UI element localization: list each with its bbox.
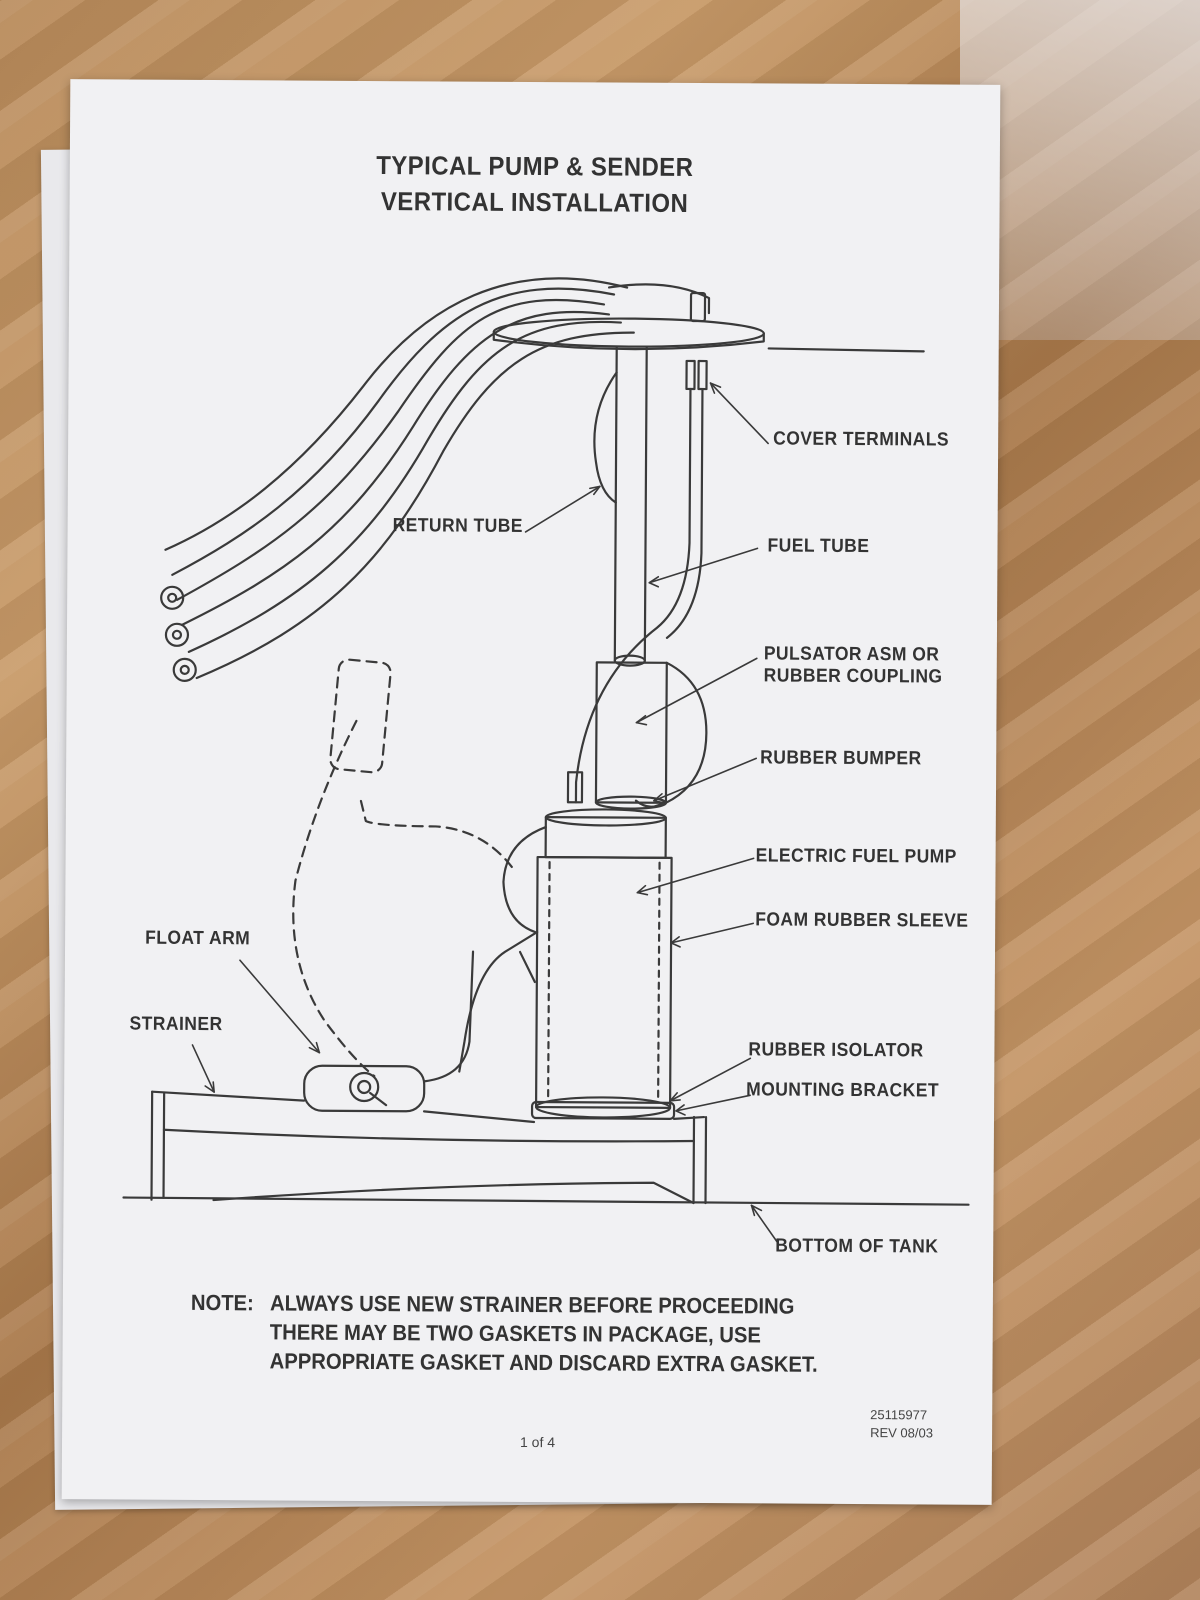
title-line-2: VERTICAL INSTALLATION bbox=[380, 186, 689, 218]
label-foam-rubber-sleeve: FOAM RUBBER SLEEVE bbox=[755, 909, 969, 932]
label-rubber-isolator: RUBBER ISOLATOR bbox=[748, 1039, 924, 1062]
plastic-wrap bbox=[960, 0, 1200, 340]
return-tube bbox=[593, 371, 618, 504]
tank-bottom bbox=[122, 1090, 970, 1206]
label-cover-terminals: COVER TERMINALS bbox=[773, 428, 950, 451]
label-mounting-bracket: MOUNTING BRACKET bbox=[746, 1079, 940, 1102]
pump-bracket bbox=[502, 825, 547, 934]
pump-diagram bbox=[122, 277, 970, 1245]
top-connector bbox=[689, 291, 707, 323]
doc-number: 25115977 bbox=[870, 1407, 928, 1423]
title-line-1: TYPICAL PUMP & SENDER bbox=[376, 150, 694, 182]
fuel-tube bbox=[613, 346, 648, 667]
note-line-3: APPROPRIATE GASKET AND DISCARD EXTRA GAS… bbox=[269, 1348, 818, 1377]
label-return-tube: RETURN TUBE bbox=[392, 515, 524, 537]
note-line-2: THERE MAY BE TWO GASKETS IN PACKAGE, USE bbox=[269, 1319, 761, 1348]
label-pulsator-line-2: RUBBER COUPLING bbox=[763, 665, 943, 688]
diagram-title: TYPICAL PUMP & SENDER VERTICAL INSTALLAT… bbox=[107, 145, 963, 222]
revision: REV 08/03 bbox=[870, 1425, 934, 1441]
float-arm bbox=[292, 719, 517, 1078]
document-id: 25115977 REV 08/03 bbox=[870, 1406, 933, 1442]
note-prefix: NOTE: bbox=[190, 1289, 254, 1316]
hose-bundle bbox=[160, 277, 711, 682]
label-fuel-tube: FUEL TUBE bbox=[767, 535, 870, 558]
terminal-wires bbox=[566, 359, 708, 804]
installation-note: NOTE: ALWAYS USE NEW STRAINER BEFORE PROC… bbox=[190, 1288, 818, 1379]
page-number: 1 of 4 bbox=[519, 1433, 556, 1451]
label-float-arm: FLOAT ARM bbox=[145, 927, 251, 950]
label-pulsator-line-1: PULSATOR ASM OR bbox=[763, 643, 940, 666]
label-strainer: STRAINER bbox=[129, 1013, 223, 1036]
pulsator bbox=[594, 661, 708, 810]
strainer bbox=[303, 950, 475, 1113]
tank-top-line bbox=[767, 347, 925, 353]
label-electric-fuel-pump: ELECTRIC FUEL PUMP bbox=[755, 845, 957, 868]
note-line-1: ALWAYS USE NEW STRAINER BEFORE PROCEEDIN… bbox=[269, 1290, 795, 1319]
leader-lines bbox=[191, 382, 780, 1245]
electric-fuel-pump bbox=[530, 808, 676, 1120]
instruction-sheet: TYPICAL PUMP & SENDER VERTICAL INSTALLAT… bbox=[61, 79, 1001, 1505]
label-bottom-of-tank: BOTTOM OF TANK bbox=[775, 1235, 939, 1258]
label-rubber-bumper: RUBBER BUMPER bbox=[760, 747, 922, 770]
float bbox=[329, 658, 392, 774]
label-pulsator: PULSATOR ASM OR RUBBER COUPLING bbox=[764, 643, 943, 688]
